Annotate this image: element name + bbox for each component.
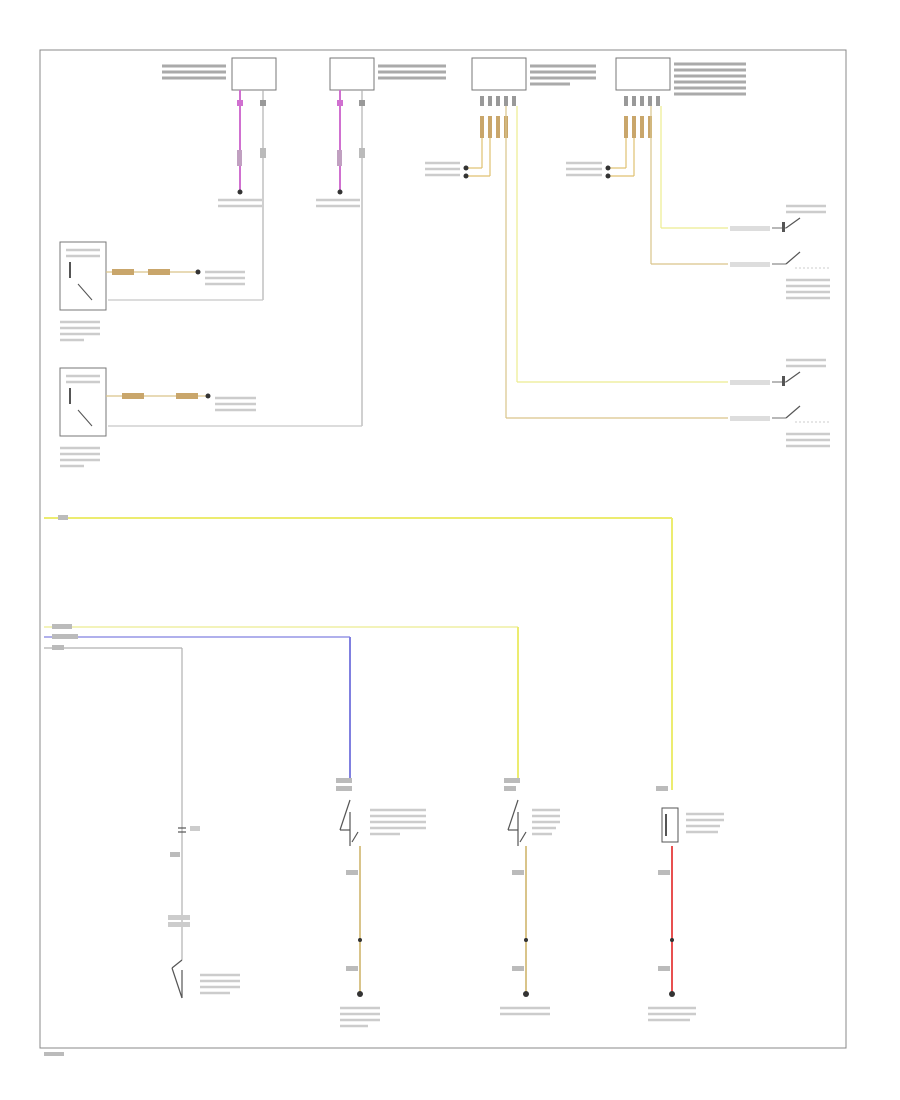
trunk-lid-switch-feed bbox=[44, 634, 351, 780]
hood-switch-feed bbox=[44, 624, 519, 780]
hood-switch bbox=[500, 778, 560, 1016]
footer-code-mark bbox=[44, 1052, 64, 1056]
ignition-switch bbox=[168, 826, 240, 999]
driver-door-lock-switch bbox=[772, 358, 830, 448]
right-rear-door-lock-switch bbox=[59, 367, 256, 468]
ignition-switch-feed bbox=[44, 645, 183, 960]
passenger-door-module bbox=[615, 57, 746, 96]
left-rear-door-module bbox=[162, 57, 277, 91]
right-rear-door-module bbox=[329, 57, 446, 91]
driver-door-module bbox=[471, 57, 596, 91]
diagram-border bbox=[39, 49, 847, 1049]
left-front-door-switch bbox=[648, 786, 724, 1022]
left-rear-wires bbox=[108, 90, 266, 301]
left-rear-door-lock-switch bbox=[59, 241, 245, 342]
driver-door-wires bbox=[425, 96, 770, 421]
left-front-door-switch-feed bbox=[44, 515, 673, 790]
passenger-door-lock-switch bbox=[772, 204, 830, 300]
passenger-door-wires bbox=[566, 96, 770, 267]
trunk-lid-switch bbox=[336, 778, 426, 1028]
right-rear-wires bbox=[108, 90, 365, 427]
